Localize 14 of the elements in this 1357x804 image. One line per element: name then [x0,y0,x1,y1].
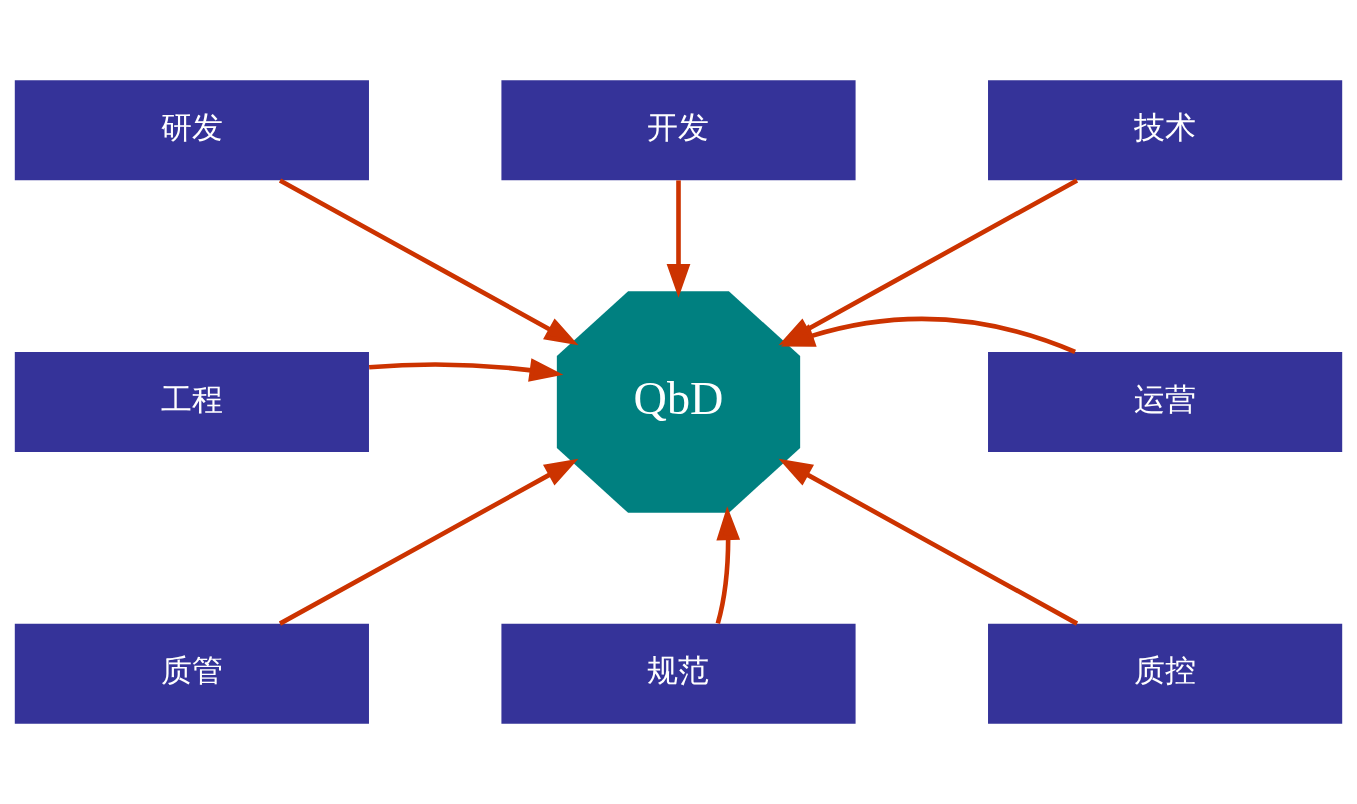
arrow [278,178,579,346]
node-box: 开发 [501,80,856,181]
arrow [715,506,741,625]
node-box: 质控 [988,623,1343,724]
node-box: 工程 [14,351,369,453]
arrow [278,458,579,626]
node-box: 规范 [501,623,856,724]
node-box: 研发 [14,80,369,181]
node-box: 质管 [14,623,369,724]
arrow [368,358,564,382]
node-box: 技术 [988,80,1343,181]
node-box: 运营 [988,351,1343,453]
arrow [778,458,1079,626]
arrow [666,180,691,298]
